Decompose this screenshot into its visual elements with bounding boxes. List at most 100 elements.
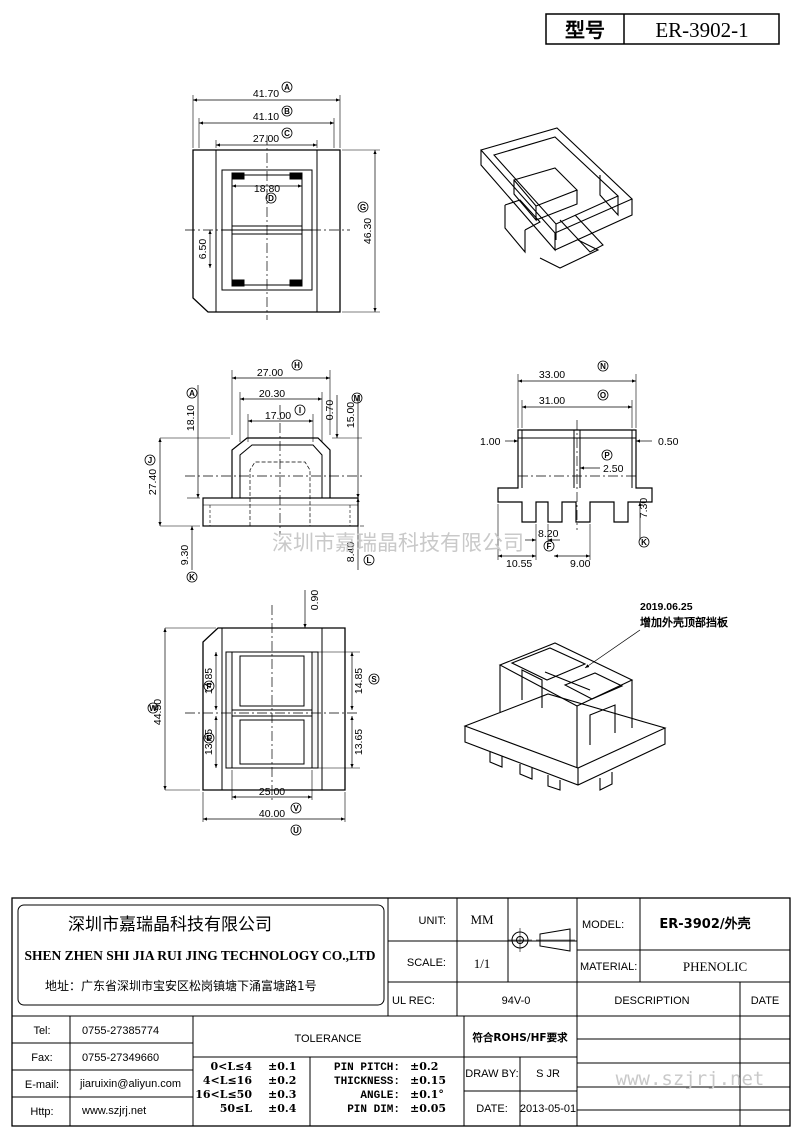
dim-label: 6.50 — [197, 239, 209, 260]
top-view — [185, 95, 380, 320]
tol-value: ±0.1 — [268, 1060, 296, 1073]
revision-note: 2019.06.25 增加外壳顶部挡板 — [584, 601, 729, 669]
fax-value: 0755-27349660 — [82, 1052, 159, 1064]
svg-text:I: I — [299, 406, 301, 415]
date-field-label: DATE: — [476, 1103, 508, 1115]
title-block-text: 深圳市嘉瑞晶科技有限公司 SHEN ZHEN SHI JIA RUI JING … — [25, 912, 780, 1118]
ulrec-label: UL REC: — [392, 995, 435, 1007]
dim-label: 18.80 — [254, 183, 280, 195]
pin-value: ±0.1° — [410, 1088, 444, 1101]
part-number-value: ER-3902-1 — [655, 18, 748, 42]
ref-marker-l: L — [363, 554, 375, 566]
ref-marker-n: N — [597, 360, 609, 372]
dim-label: 27.00 — [257, 367, 283, 379]
ref-marker-g: G — [357, 201, 369, 213]
ref-marker-j: J — [144, 454, 156, 466]
tel-label: Tel: — [33, 1025, 50, 1037]
ref-marker-v: V — [290, 802, 302, 814]
pin-value: ±0.15 — [410, 1074, 446, 1087]
scale-label: SCALE: — [407, 957, 446, 969]
svg-text:K: K — [641, 538, 647, 547]
dim-label: 13.65 — [353, 729, 365, 755]
svg-text:C: C — [284, 129, 290, 138]
dim-label: 40.00 — [259, 808, 285, 820]
pin-label: THICKNESS: — [334, 1076, 400, 1088]
ref-marker-a: A — [281, 81, 293, 93]
dim-label: 41.70 — [253, 88, 279, 100]
dim-label: 0.50 — [658, 436, 679, 448]
ref-marker-f: F — [203, 680, 215, 692]
ulrec-value: 94V-0 — [502, 995, 531, 1007]
isometric-view-top — [480, 127, 633, 269]
ref-marker-a: A — [186, 387, 198, 399]
svg-text:F: F — [547, 542, 552, 551]
top-view-labels: 41.70 41.10 27.00 18.80 46.30 6.50 A B C… — [197, 81, 374, 260]
fax-label: Fax: — [31, 1052, 52, 1064]
dim-label: 27.00 — [253, 133, 279, 145]
svg-text:J: J — [148, 456, 152, 465]
pin-label: PIN PITCH: — [334, 1062, 400, 1074]
ref-marker-f: F — [543, 540, 555, 552]
dim-label: 25.00 — [259, 786, 285, 798]
svg-text:O: O — [600, 391, 606, 400]
dim-label: 46.30 — [362, 218, 374, 244]
material-value: PHENOLIC — [683, 959, 747, 974]
pin-label: ANGLE: — [360, 1090, 400, 1102]
dim-label: 33.00 — [539, 369, 565, 381]
ref-marker-k: K — [186, 571, 198, 583]
svg-text:H: H — [294, 361, 300, 370]
svg-text:V: V — [293, 804, 299, 813]
email-value: jiaruixin@aliyun.com — [79, 1078, 181, 1090]
unit-label: UNIT: — [419, 915, 447, 927]
svg-text:U: U — [293, 826, 299, 835]
company-address: 地址：广东省深圳市宝安区松岗镇塘下涌富塘路1号 — [45, 978, 317, 993]
dim-label: 13.65 — [203, 729, 215, 755]
tol-value: ±0.2 — [268, 1074, 296, 1087]
tolerance-label: TOLERANCE — [294, 1033, 361, 1045]
draw-by-value: S JR — [536, 1068, 560, 1080]
pin-value: ±0.05 — [410, 1102, 446, 1115]
svg-text:D: D — [268, 194, 274, 203]
front-view — [158, 370, 365, 570]
date-field-value: 2013-05-01 — [520, 1103, 576, 1115]
description-label: DESCRIPTION — [614, 995, 689, 1007]
dim-label: 17.00 — [265, 410, 291, 422]
tol-value: ±0.4 — [268, 1102, 297, 1115]
ref-marker-o: O — [597, 389, 609, 401]
http-value: www.szjrj.net — [81, 1105, 146, 1117]
dim-label: 8.40 — [345, 542, 357, 563]
rohs-note: 符合ROHS/HF要求 — [472, 1031, 568, 1044]
model-label: MODEL: — [582, 919, 624, 931]
draw-by-label: DRAW BY: — [465, 1068, 518, 1080]
watermark-website: www.szjrj.net — [616, 1068, 765, 1090]
ref-marker-d: D — [265, 192, 277, 204]
svg-text:L: L — [367, 556, 372, 565]
dim-label: 41.10 — [253, 111, 279, 123]
svg-text:A: A — [189, 389, 195, 398]
tol-range: 50≤L — [220, 1102, 253, 1115]
svg-text:N: N — [600, 362, 606, 371]
svg-text:A: A — [284, 83, 290, 92]
tol-range: 16<L≤50 — [195, 1088, 252, 1101]
dim-label: 31.00 — [539, 395, 565, 407]
svg-text:G: G — [360, 203, 366, 212]
ref-marker-e: E — [203, 732, 215, 744]
ref-marker-b: B — [281, 105, 293, 117]
svg-text:P: P — [604, 451, 610, 460]
material-label: MATERIAL: — [580, 961, 637, 973]
svg-text:E: E — [206, 734, 212, 743]
svg-text:K: K — [189, 573, 195, 582]
dim-label: 18.10 — [185, 405, 197, 431]
tel-value: 0755-27385774 — [82, 1025, 159, 1037]
ref-marker-m: M — [351, 392, 363, 404]
tol-value: ±0.3 — [268, 1088, 296, 1101]
revision-text: 增加外壳顶部挡板 — [640, 615, 729, 629]
dim-label: 7.30 — [638, 498, 650, 519]
svg-text:S: S — [371, 675, 377, 684]
dim-label: 9.30 — [179, 545, 191, 566]
dim-label: 15.00 — [345, 402, 357, 428]
title-block — [11, 897, 791, 1127]
svg-text:W: W — [149, 704, 157, 713]
scale-value: 1/1 — [474, 956, 491, 971]
ref-marker-u: U — [290, 824, 302, 836]
